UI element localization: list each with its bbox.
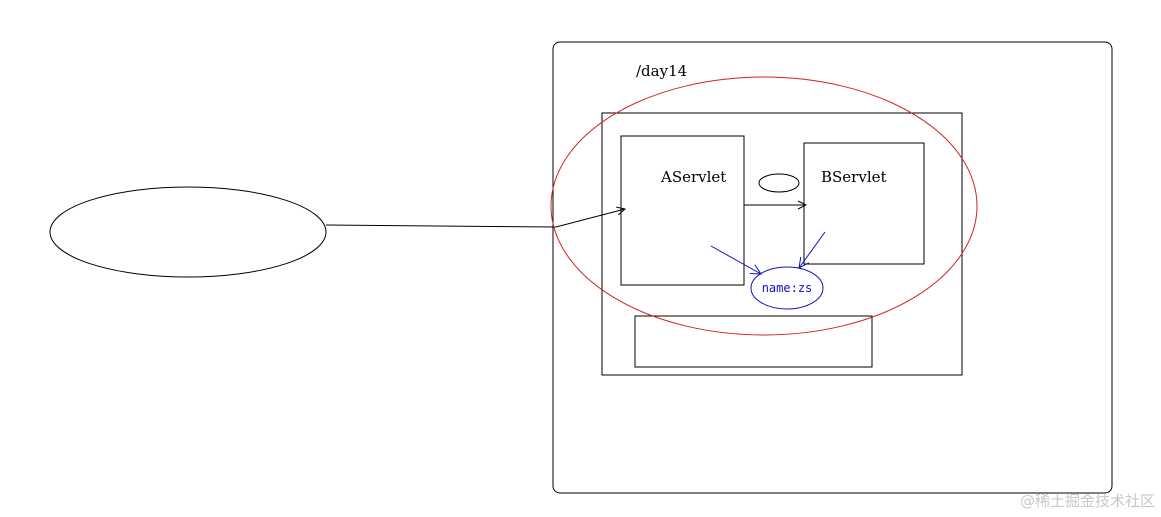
context-label: /day14 — [636, 62, 687, 80]
servlet-a-label: AServlet — [660, 168, 726, 186]
get-attribute-arrow — [799, 231, 826, 268]
attribute-ellipse — [750, 266, 824, 310]
small-ellipse — [758, 173, 800, 193]
client-ellipse — [49, 186, 327, 278]
servlet-b-box — [803, 142, 925, 265]
attribute-label: name:zs — [762, 281, 813, 295]
servlet-b-label: BServlet — [821, 168, 887, 186]
request-arrow — [325, 209, 625, 228]
set-attribute-arrow — [710, 245, 761, 274]
watermark: @稀土掘金技术社区 — [1020, 492, 1155, 510]
request-scope-highlight — [550, 76, 978, 336]
bottom-box — [634, 315, 873, 368]
servlet-a-box — [620, 135, 745, 286]
application-box — [601, 112, 963, 376]
server-container — [552, 41, 1113, 494]
